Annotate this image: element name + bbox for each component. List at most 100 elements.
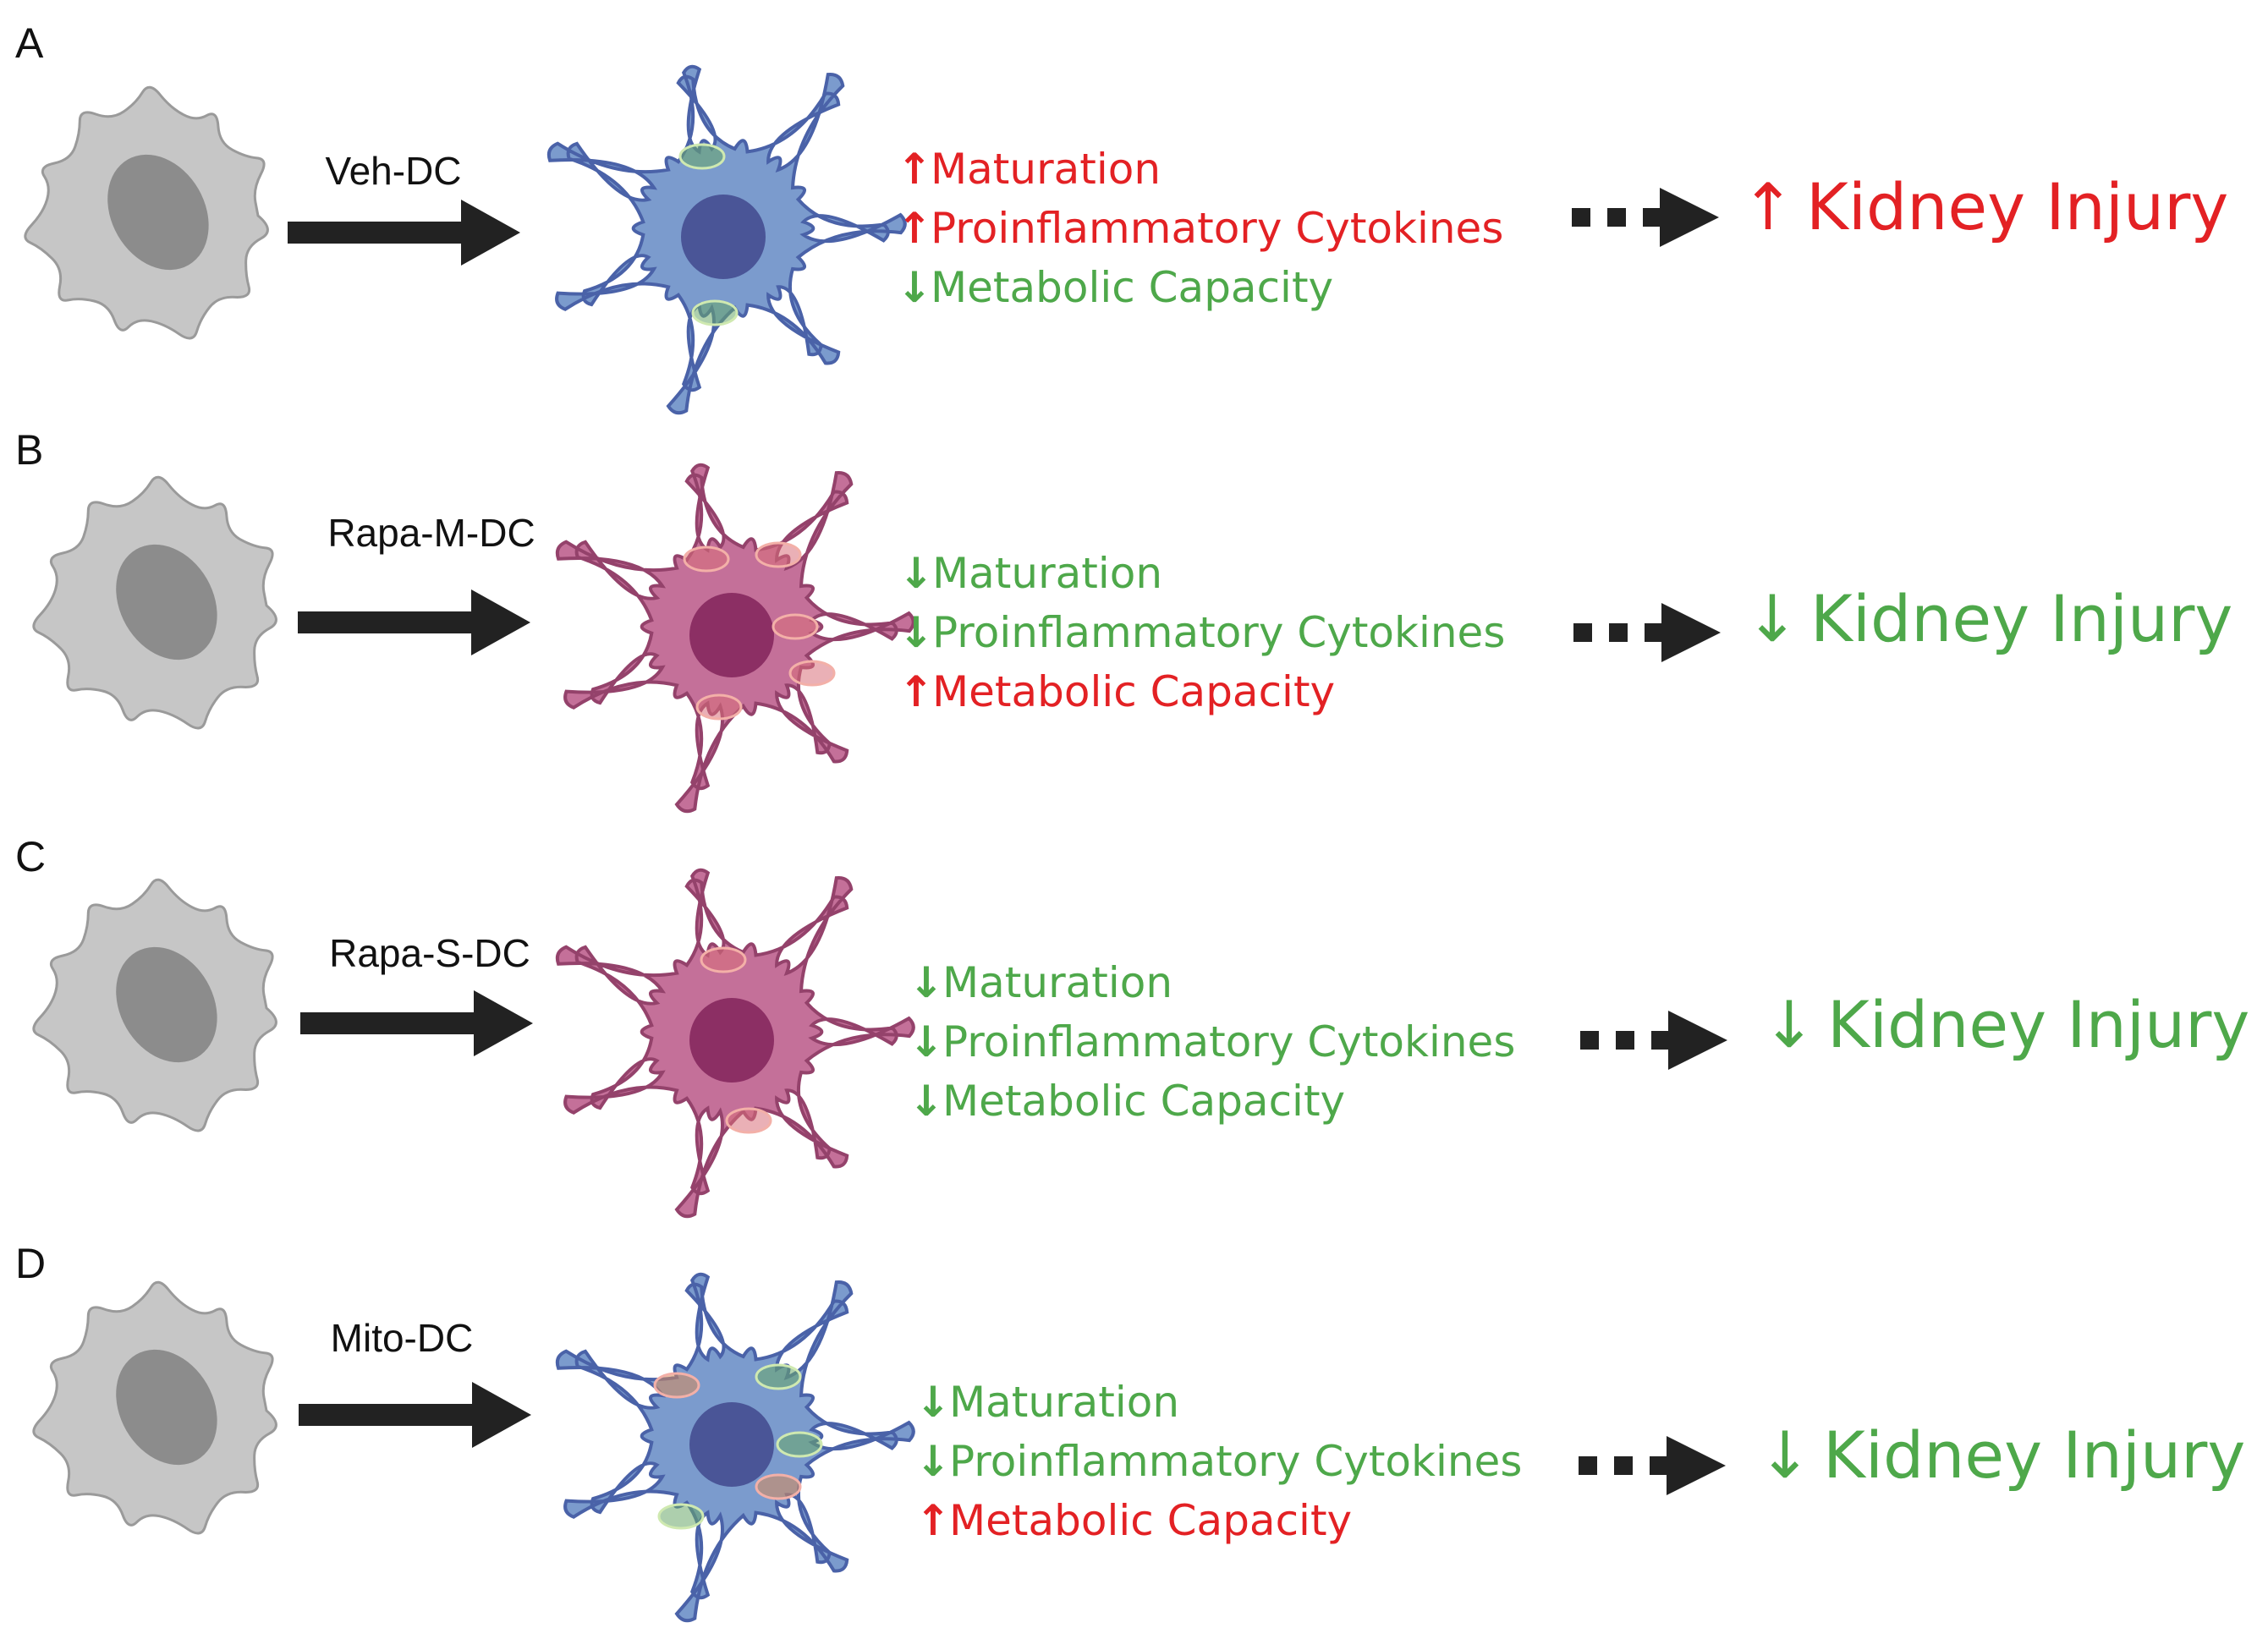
outcome-label: Kidney Injury: [1827, 987, 2250, 1062]
treatment-label: Rapa-M-DC: [327, 511, 535, 555]
outcome-kidney-injury: ↓Kidney Injury: [1747, 1417, 2245, 1493]
direction-arrow-icon: ↑: [915, 1496, 951, 1545]
effect-label: Proinflammatory Cytokines: [942, 1017, 1516, 1066]
outcome-kidney-injury: ↓Kidney Injury: [1751, 987, 2249, 1062]
effect-metabolic: ↑Metabolic Capacity: [915, 1491, 1522, 1550]
effects-list: ↓Maturation ↓Proinflammatory Cytokines ↓…: [909, 953, 1515, 1131]
outcome-label: Kidney Injury: [1806, 169, 2229, 244]
panel-c: C Rapa-S-DC ↓Maturation ↓Proinflammatory…: [0, 814, 2268, 1220]
direction-arrow-icon: ↓: [915, 1378, 951, 1427]
effect-label: Maturation: [931, 145, 1161, 194]
mitochondrion-icon: [691, 299, 739, 326]
effect-label: Maturation: [932, 549, 1163, 598]
mitochondrion-icon: [755, 1473, 802, 1500]
direction-arrow-icon: ↓: [909, 1017, 944, 1066]
panel-c-graphics: [32, 868, 1727, 1219]
effect-cytokines: ↓Proinflammatory Cytokines: [909, 1012, 1515, 1072]
effect-maturation: ↑Maturation: [897, 140, 1503, 199]
effects-list: ↑Maturation ↑Proinflammatory Cytokines ↓…: [897, 140, 1503, 317]
dendritic-cell-nucleus-icon: [681, 195, 766, 279]
direction-arrow-icon: ↓: [898, 608, 934, 657]
mitochondrion-icon: [700, 946, 747, 973]
mitochondrion-icon: [695, 693, 743, 721]
dashed-arrow-icon: [1573, 603, 1721, 662]
effect-label: Metabolic Capacity: [949, 1496, 1353, 1545]
direction-arrow-icon: ↓: [897, 263, 932, 312]
effect-label: Proinflammatory Cytokines: [949, 1437, 1523, 1486]
effect-cytokines: ↓Proinflammatory Cytokines: [915, 1432, 1522, 1491]
panel-b: B Rapa-M-DC ↓Maturation ↓Proinflammatory…: [0, 407, 2268, 814]
effects-list: ↓Maturation ↓Proinflammatory Cytokines ↑…: [898, 544, 1505, 721]
mitochondrion-icon: [657, 1503, 705, 1530]
mitochondrion-icon: [755, 1363, 802, 1390]
dashed-arrow-icon: [1572, 188, 1719, 247]
monocyte-nucleus-icon: [116, 544, 217, 661]
direction-arrow-icon: ↓: [1745, 581, 1799, 656]
monocyte-nucleus-icon: [116, 1349, 217, 1466]
effect-metabolic: ↓Metabolic Capacity: [909, 1072, 1515, 1131]
effect-label: Maturation: [949, 1378, 1180, 1427]
direction-arrow-icon: ↓: [909, 1077, 944, 1126]
panel-d-graphics: [32, 1272, 1726, 1623]
mitochondrion-icon: [788, 660, 836, 687]
direction-arrow-icon: ↓: [1758, 1417, 1812, 1493]
mitochondria-icon: [700, 946, 772, 1134]
panel-b-graphics: [32, 463, 1721, 814]
treatment-arrow-icon: [300, 990, 533, 1056]
panel-a: A Veh-DC ↑Maturation ↑Proinflammatory Cy…: [0, 0, 2268, 415]
dashed-arrow-icon: [1580, 1011, 1727, 1070]
direction-arrow-icon: ↓: [909, 958, 944, 1007]
direction-arrow-icon: ↑: [897, 145, 932, 194]
mitochondrion-icon: [772, 613, 819, 640]
outcome-kidney-injury: ↓Kidney Injury: [1734, 581, 2232, 656]
effect-cytokines: ↑Proinflammatory Cytokines: [897, 199, 1503, 258]
mitochondria-icon: [683, 541, 836, 721]
effect-maturation: ↓Maturation: [898, 544, 1505, 603]
treatment-label: Mito-DC: [330, 1316, 474, 1360]
effect-label: Proinflammatory Cytokines: [931, 204, 1504, 253]
mitochondrion-icon: [725, 1107, 772, 1134]
monocyte-nucleus-icon: [107, 154, 209, 271]
effect-label: Metabolic Capacity: [932, 667, 1336, 716]
dendritic-cell-nucleus-icon: [689, 1402, 774, 1487]
dendritic-cell-nucleus-icon: [689, 593, 774, 677]
treatment-arrow-icon: [299, 1382, 531, 1448]
treatment-arrow-icon: [288, 200, 520, 266]
direction-arrow-icon: ↑: [1741, 169, 1795, 244]
effect-metabolic: ↑Metabolic Capacity: [898, 662, 1505, 721]
effect-maturation: ↓Maturation: [915, 1373, 1522, 1432]
direction-arrow-icon: ↓: [1762, 987, 1816, 1062]
outcome-label: Kidney Injury: [1810, 581, 2233, 656]
mitochondria-icon: [678, 143, 739, 326]
outcome-kidney-injury: ↑Kidney Injury: [1730, 169, 2228, 244]
panel-letter: D: [15, 1240, 47, 1287]
panel-letter: C: [15, 833, 47, 880]
effect-metabolic: ↓Metabolic Capacity: [897, 258, 1503, 317]
panel-letter: A: [15, 19, 44, 67]
effect-label: Metabolic Capacity: [931, 263, 1334, 312]
direction-arrow-icon: ↓: [915, 1437, 951, 1486]
mitochondrion-icon: [653, 1372, 700, 1399]
effect-label: Maturation: [942, 958, 1173, 1007]
mitochondrion-icon: [755, 541, 802, 568]
mitochondria-icon: [653, 1363, 823, 1530]
effect-label: Proinflammatory Cytokines: [932, 608, 1506, 657]
direction-arrow-icon: ↑: [897, 204, 932, 253]
treatment-label: Rapa-S-DC: [329, 931, 530, 975]
effects-list: ↓Maturation ↓Proinflammatory Cytokines ↑…: [915, 1373, 1522, 1550]
effect-label: Metabolic Capacity: [942, 1077, 1346, 1126]
treatment-label: Veh-DC: [325, 149, 462, 193]
mitochondrion-icon: [683, 545, 730, 573]
mitochondrion-icon: [678, 143, 726, 170]
direction-arrow-icon: ↓: [898, 549, 934, 598]
effect-maturation: ↓Maturation: [909, 953, 1515, 1012]
treatment-arrow-icon: [298, 589, 530, 655]
dendritic-cell-nucleus-icon: [689, 998, 774, 1083]
mitochondrion-icon: [776, 1431, 823, 1458]
effect-cytokines: ↓Proinflammatory Cytokines: [898, 603, 1505, 662]
monocyte-nucleus-icon: [116, 946, 217, 1063]
direction-arrow-icon: ↑: [898, 667, 934, 716]
panel-letter: B: [15, 426, 44, 474]
panel-a-graphics: [24, 64, 1719, 415]
